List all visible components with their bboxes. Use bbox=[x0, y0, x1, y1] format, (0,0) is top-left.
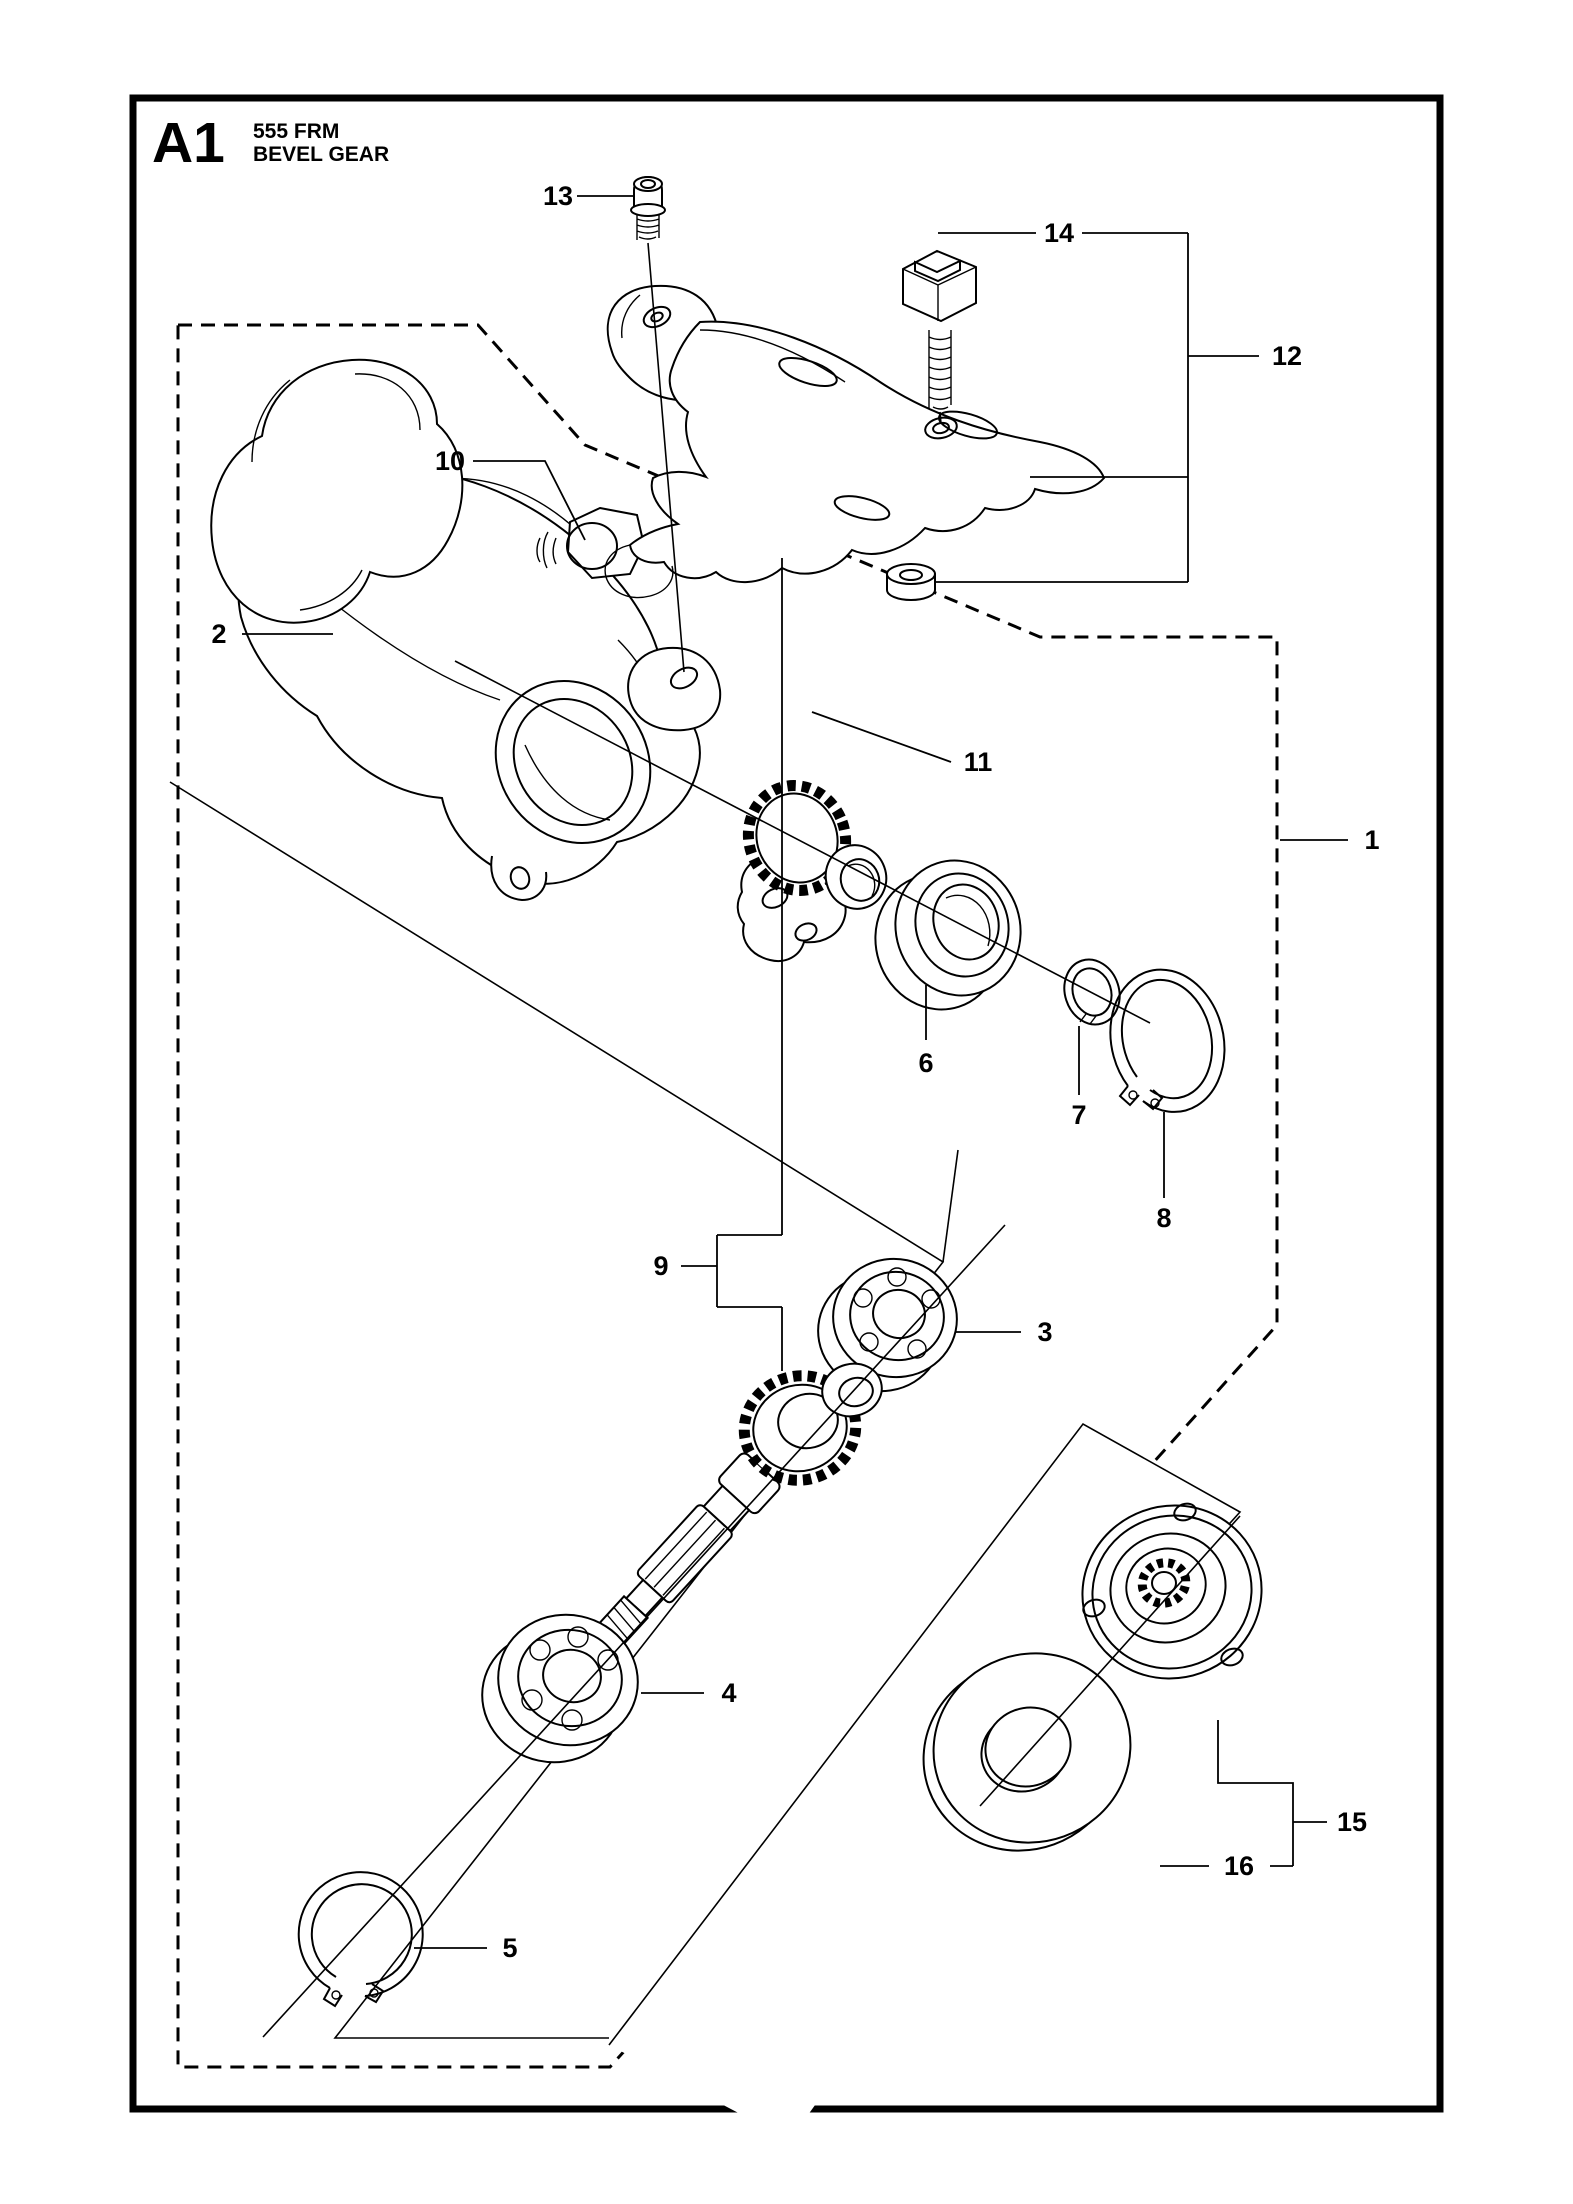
model-name: 555 FRM bbox=[253, 120, 339, 143]
callout-label-16: 16 bbox=[1224, 1851, 1254, 1881]
housing-top-boss bbox=[627, 646, 722, 732]
bearing-3 bbox=[817, 1257, 958, 1393]
top-boss-hole bbox=[669, 666, 699, 690]
section-code: A1 bbox=[152, 111, 225, 175]
callout-label-3: 3 bbox=[1037, 1317, 1052, 1347]
cup-center-hole bbox=[984, 1706, 1072, 1788]
bearing-4 bbox=[481, 1613, 639, 1764]
callout-leaders bbox=[242, 195, 1348, 1949]
housing-tab bbox=[490, 855, 548, 902]
shield-slot bbox=[778, 357, 838, 387]
socket-screw bbox=[630, 175, 666, 240]
callout-label-12: 12 bbox=[1272, 341, 1302, 371]
lower-plane-outline bbox=[169, 781, 945, 2039]
leader-10 bbox=[473, 460, 586, 541]
circlip-5 bbox=[297, 1871, 424, 2008]
bearing-6 bbox=[874, 859, 1022, 1011]
shield-nut bbox=[886, 563, 936, 601]
title-block: A1 555 FRM BEVEL GEAR bbox=[152, 111, 389, 175]
leader-15-bracket bbox=[1217, 1720, 1327, 1866]
shield-slot bbox=[833, 495, 891, 521]
pinion-axis bbox=[454, 660, 1151, 1024]
shaft-axis bbox=[262, 1224, 1006, 2038]
leader-12-bracket bbox=[935, 232, 1259, 583]
leader-11 bbox=[811, 711, 952, 763]
plane-kink-line bbox=[942, 1149, 959, 1263]
shield-bolt-hole bbox=[924, 416, 958, 440]
oil-plug bbox=[536, 506, 646, 580]
callout-label-8: 8 bbox=[1156, 1203, 1171, 1233]
guard-shield bbox=[604, 320, 1106, 599]
screw-13-axis bbox=[647, 242, 685, 673]
assembly-axis-lines bbox=[262, 242, 1241, 2038]
t-bolt bbox=[902, 249, 977, 410]
callout-label-2: 2 bbox=[211, 619, 226, 649]
callout-label-10: 10 bbox=[435, 446, 465, 476]
callout-label-7: 7 bbox=[1071, 1100, 1086, 1130]
shield-slot bbox=[938, 410, 998, 440]
callout-label-1: 1 bbox=[1364, 825, 1379, 855]
dashed-boundary bbox=[176, 323, 1279, 2069]
callout-label-14: 14 bbox=[1044, 218, 1074, 248]
housing-cover bbox=[210, 358, 464, 624]
callout-label-9: 9 bbox=[653, 1251, 668, 1281]
callout-label-11: 11 bbox=[964, 747, 993, 777]
circlip-8 bbox=[1109, 968, 1226, 1113]
leader-9-bracket bbox=[681, 558, 783, 1371]
callout-label-13: 13 bbox=[543, 181, 573, 211]
callout-label-6: 6 bbox=[918, 1048, 933, 1078]
flange-axis bbox=[979, 1515, 1241, 1807]
callout-labels: 1 2 3 4 5 6 7 8 9 10 11 12 13 14 15 16 bbox=[211, 181, 1379, 1963]
crown-gear-shaft bbox=[572, 1362, 883, 1676]
callout-label-5: 5 bbox=[502, 1933, 517, 1963]
callout-label-4: 4 bbox=[721, 1678, 736, 1708]
pinion-gear bbox=[742, 780, 888, 910]
t-bolt-axis bbox=[939, 411, 942, 425]
assembly-name: BEVEL GEAR bbox=[253, 143, 389, 166]
callout-label-15: 15 bbox=[1337, 1807, 1367, 1837]
